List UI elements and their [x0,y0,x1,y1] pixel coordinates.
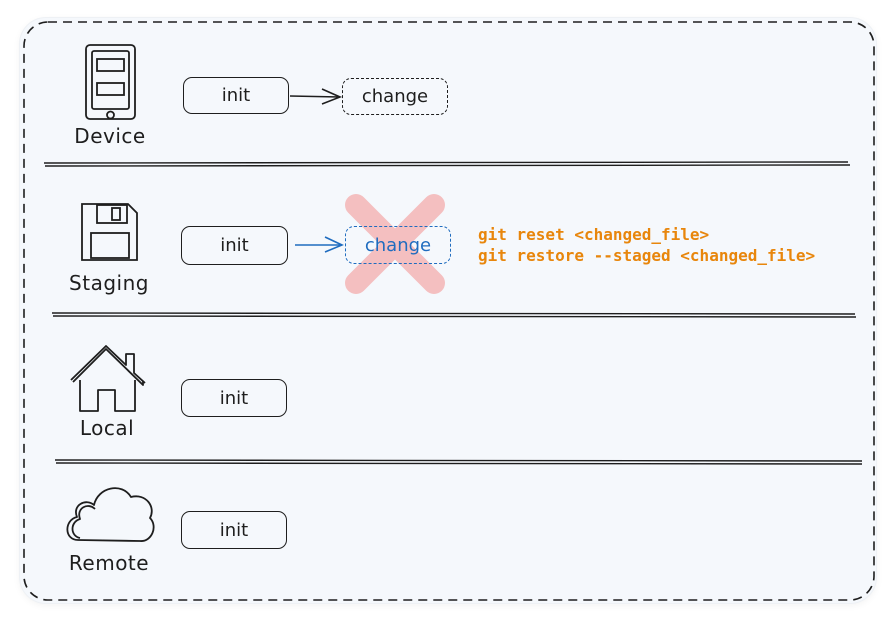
init-box-local: init [181,379,287,417]
arrow-staging-init-to-change [295,236,344,253]
row-label-remote: Remote [68,551,150,575]
row-label-local: Local [79,416,135,440]
command-git-reset: git reset <changed_file> [478,225,710,244]
floppy-disk-icon [81,203,138,261]
cloud-icon [66,487,155,542]
removed-cross-icon [345,194,445,294]
row-separator-2 [51,312,857,318]
init-box-device: init [183,77,289,114]
arrow-device-init-to-change [289,88,343,105]
init-box-remote: init [181,511,287,549]
change-box-staging: change [345,226,451,264]
change-box-device: change [342,78,448,115]
device-icon [85,44,136,120]
house-icon [70,345,146,412]
diagram-frame [20,18,876,603]
row-label-device: Device [74,124,146,148]
row-separator-3 [54,459,863,465]
row-label-staging: Staging [69,271,149,295]
command-git-restore-staged: git restore --staged <changed_file> [478,246,816,265]
init-box-staging: init [181,226,288,265]
row-separator-1 [43,161,851,167]
frame-border [23,21,875,601]
